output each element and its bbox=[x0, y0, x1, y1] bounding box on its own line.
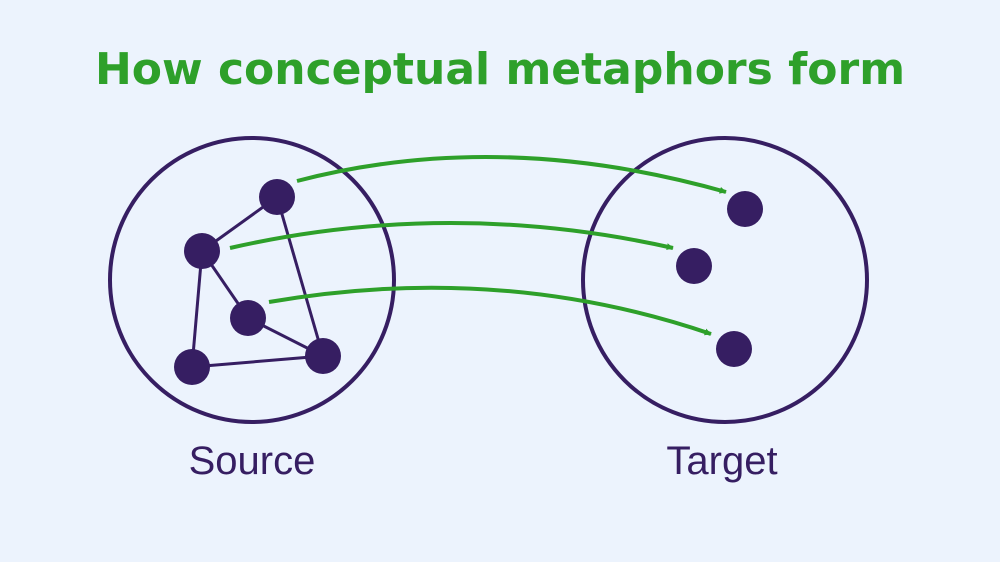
source-label: Source bbox=[189, 439, 316, 483]
mapping-arrow-s2-t2 bbox=[229, 221, 674, 251]
mapping-arrow-s1-t1 bbox=[296, 155, 727, 194]
source-edge-s1-s4 bbox=[275, 196, 325, 357]
source-node-s5 bbox=[174, 349, 210, 385]
target-node-t2 bbox=[676, 248, 712, 284]
mapping-arrows bbox=[229, 155, 727, 336]
target-domain-circle bbox=[581, 136, 869, 424]
source-edge-s2-s5 bbox=[190, 250, 204, 368]
concept-nodes bbox=[174, 179, 763, 385]
source-edges bbox=[190, 195, 325, 369]
target-node-t3 bbox=[716, 331, 752, 367]
source-node-s2 bbox=[184, 233, 220, 269]
source-domain-circle bbox=[108, 136, 396, 424]
target-label: Target bbox=[666, 439, 777, 483]
source-node-s1 bbox=[259, 179, 295, 215]
source-node-s3 bbox=[230, 300, 266, 336]
diagram-title: How conceptual metaphors form bbox=[95, 44, 905, 95]
source-node-s4 bbox=[305, 338, 341, 374]
target-node-t1 bbox=[727, 191, 763, 227]
source-edge-s5-s4 bbox=[191, 354, 324, 369]
mapping-arrow-s3-t3 bbox=[268, 285, 712, 336]
